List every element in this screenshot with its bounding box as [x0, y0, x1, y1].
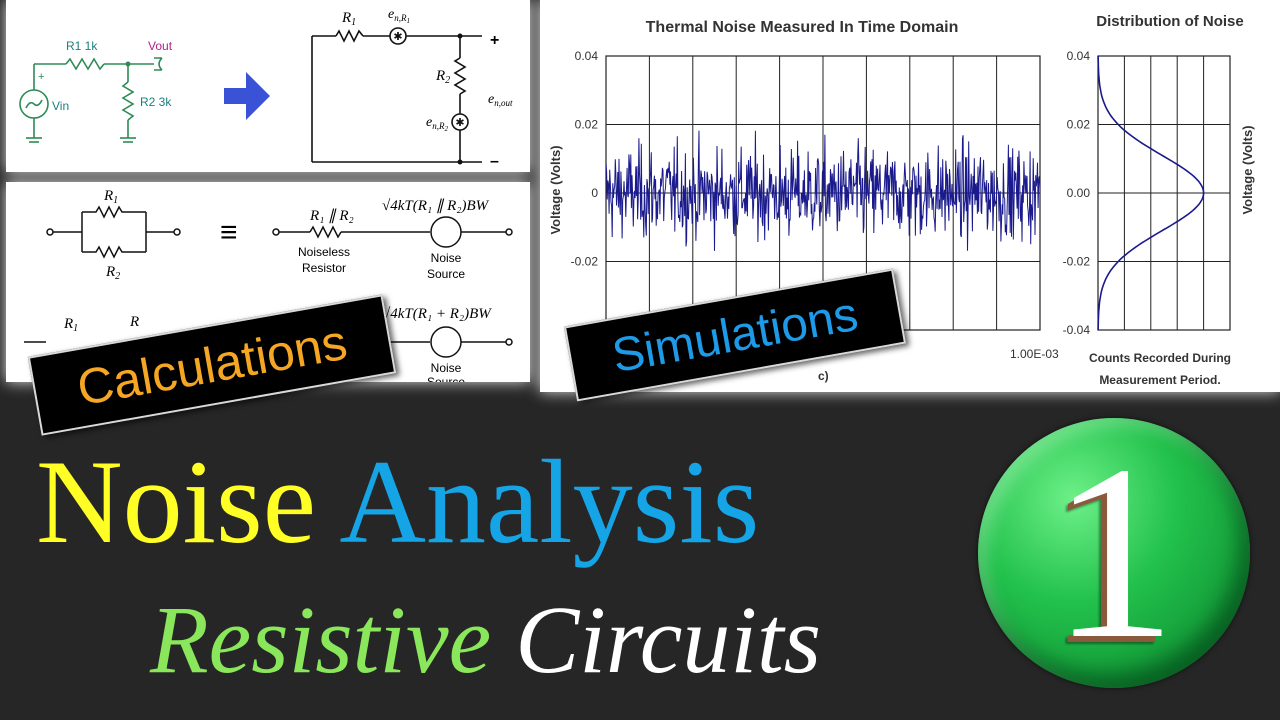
noise-trace: [605, 130, 1041, 251]
equivalent-circuits: R1 R2 ≡ R₁ ∥ R₂ √4kT(R₁ ∥ R₂)BW Noiseles…: [24, 188, 513, 389]
parallel-r1-icon: [82, 205, 146, 219]
dist-ytick-label: 0.04: [1067, 49, 1091, 63]
resistor-r1-icon: [65, 57, 105, 71]
distribution-curve: [1097, 55, 1205, 331]
model-en1: en,R1: [388, 7, 410, 25]
time-ytick-label: -0.02: [571, 255, 599, 269]
dist-ytick-label: 0.00: [1067, 186, 1091, 200]
label-r1: R1 1k: [66, 39, 98, 53]
dist-xlabel-2: Measurement Period.: [1099, 373, 1220, 387]
noiseless-resistor-icon: [309, 225, 342, 239]
dist-ytick-label: -0.04: [1063, 323, 1091, 337]
title-line-1: Noise Analysis: [36, 432, 759, 572]
noise-source-label-4: Source: [427, 375, 465, 382]
equiv-r1: R1: [103, 188, 118, 206]
time-plot-ylabel: Voltage (Volts): [548, 145, 563, 234]
model-r1: R1: [341, 10, 356, 28]
title-word-analysis: Analysis: [339, 435, 760, 568]
dist-ytick-label: -0.02: [1063, 255, 1091, 269]
episode-number: 1: [1051, 414, 1177, 691]
title-line-2: Resistive Circuits: [150, 580, 821, 700]
label-vin: Vin: [52, 99, 69, 113]
row2-r2: R: [129, 314, 139, 330]
model-enout: en,out: [488, 92, 513, 108]
noise-source-circle-2-icon: [430, 326, 462, 358]
model-en2: en,R2: [426, 115, 448, 133]
time-plot-title: Thermal Noise Measured In Time Domain: [646, 19, 959, 36]
noiseless-label-2: Resistor: [302, 261, 346, 275]
parallel-label: R₁ ∥ R₂: [309, 208, 354, 224]
row2-r1: R1: [63, 316, 78, 334]
time-ytick-label: 0.02: [575, 118, 599, 132]
dist-xlabel-1: Counts Recorded During: [1089, 351, 1231, 365]
parallel-formula: √4kT(R₁ ∥ R₂)BW: [382, 198, 490, 214]
noise-source-label-2: Source: [427, 267, 465, 281]
dist-plot-title: Distribution of Noise: [1096, 13, 1244, 30]
series-formula: √4kT(R₁ + R₂)BW: [382, 306, 492, 322]
time-xlabel-fragment: c): [818, 369, 829, 383]
title-word-circuits: Circuits: [515, 586, 822, 693]
model-minus: –: [490, 153, 499, 170]
right-arrow-icon: [224, 72, 270, 120]
time-ytick-label: 0: [591, 186, 598, 200]
resistor-r2-model-icon: [453, 57, 467, 95]
dist-plot-ylabel: Voltage (Volts): [1240, 125, 1255, 214]
label-vout: Vout: [148, 39, 173, 53]
noise-source-circle-icon: [430, 216, 462, 248]
resistor-r1-model-icon: [335, 29, 364, 43]
svg-text:✱: ✱: [455, 117, 464, 129]
time-ytick-label: 0.04: [575, 49, 599, 63]
label-plus: +: [38, 71, 44, 83]
title-word-noise: Noise: [36, 435, 316, 568]
noise-plots: Thermal Noise Measured In Time Domain Vo…: [548, 13, 1255, 387]
noiseless-label-1: Noiseless: [298, 245, 350, 259]
dist-ytick-label: 0.02: [1067, 118, 1091, 132]
equiv-r2: R2: [105, 264, 120, 282]
equiv-sign: ≡: [220, 216, 238, 249]
parallel-r2-icon: [82, 245, 146, 259]
svg-text:✱: ✱: [393, 31, 402, 43]
episode-badge: 1: [978, 418, 1250, 688]
circuit-panel: R1 1k Vout R2 3k Vin + ✱ ✱ R1 en,R1 R2: [6, 0, 530, 172]
model-plus: +: [490, 32, 499, 49]
title-word-resistive: Resistive: [150, 586, 492, 693]
label-r2: R2 3k: [140, 95, 172, 109]
noise-source-label-1: Noise: [431, 251, 462, 265]
noise-source-label-3: Noise: [431, 361, 462, 375]
plots-panel: Thermal Noise Measured In Time Domain Vo…: [540, 0, 1280, 392]
resistor-r2-icon: [121, 81, 135, 121]
model-r2: R2: [435, 68, 450, 86]
dist-plot-axes: 0.04 0.02 0.00 -0.02 -0.04: [1063, 49, 1231, 337]
time-xtick-end: 1.00E-03: [1010, 347, 1059, 361]
circuit-schematic: R1 1k Vout R2 3k Vin + ✱ ✱ R1 en,R1 R2: [19, 7, 513, 170]
